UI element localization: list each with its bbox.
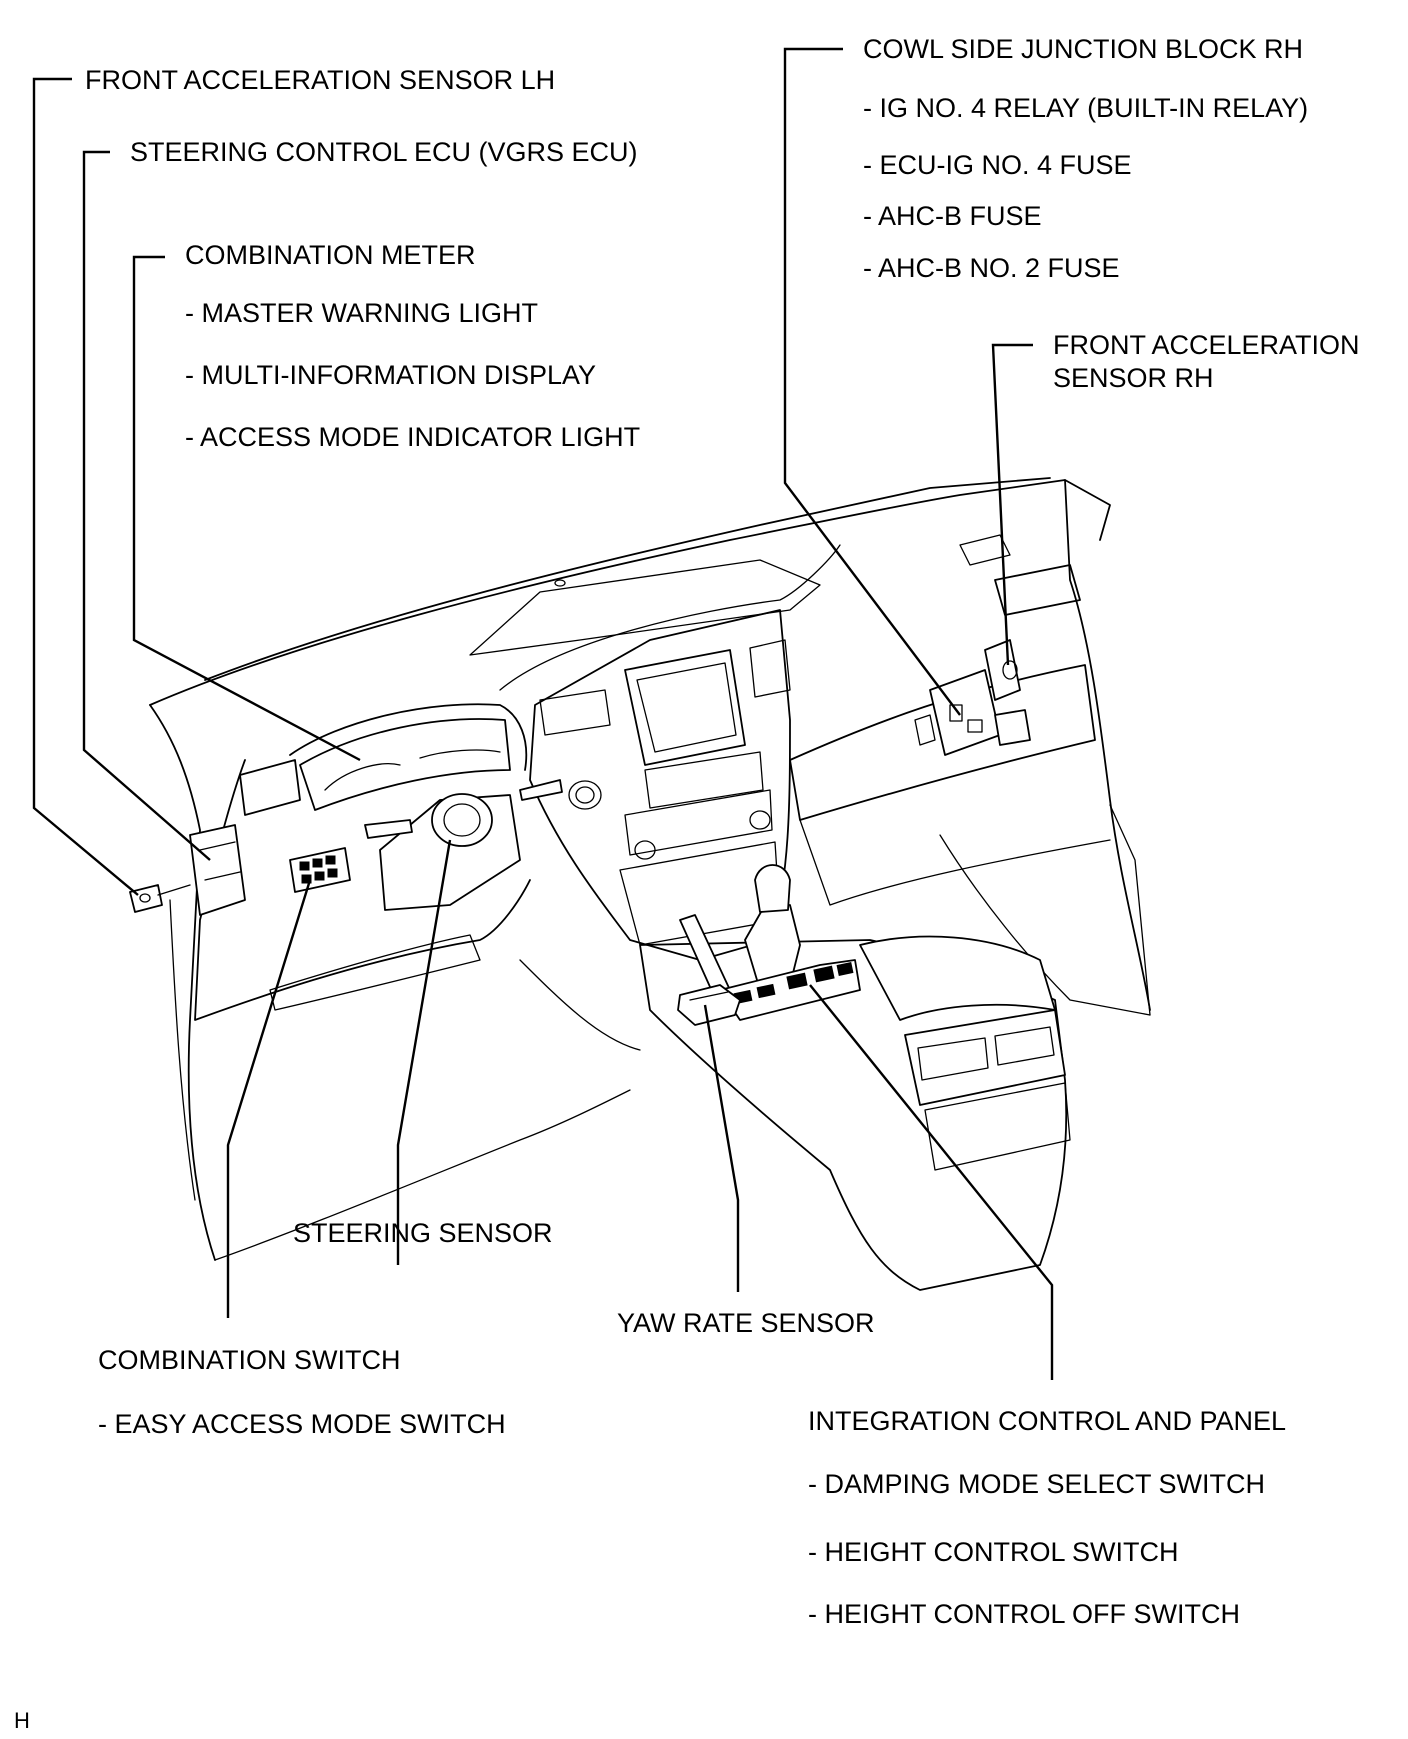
leader-steering-ecu bbox=[82, 150, 211, 861]
instrument-hood bbox=[289, 703, 528, 771]
rear-vent-left bbox=[917, 1037, 989, 1081]
wiper-stalk bbox=[519, 779, 563, 801]
label-combination-meter: COMBINATION METER bbox=[185, 240, 476, 270]
leader-steering-sensor bbox=[396, 839, 452, 1265]
callout-front-accel-lh: FRONT ACCELERATION SENSOR LH bbox=[85, 65, 555, 95]
armrest bbox=[859, 935, 1056, 1021]
turn-signal-stalk bbox=[364, 819, 413, 839]
label-front-accel-rh-line1: FRONT ACCELERATION bbox=[1053, 330, 1360, 360]
stack-knob-left bbox=[634, 840, 656, 860]
label-combination-switch: COMBINATION SWITCH bbox=[98, 1345, 400, 1375]
leader-lines bbox=[32, 47, 1054, 1380]
label-steering-sensor: STEERING SENSOR bbox=[293, 1218, 553, 1248]
center-display-bezel bbox=[624, 649, 746, 766]
meter-dial-left bbox=[324, 763, 401, 791]
label-ig-no4-relay: - IG NO. 4 RELAY (BUILT-IN RELAY) bbox=[863, 93, 1308, 123]
leader-combination-switch bbox=[226, 879, 312, 1318]
steering-ecu-detail bbox=[199, 841, 241, 881]
label-front-accel-lh: FRONT ACCELERATION SENSOR LH bbox=[85, 65, 555, 95]
dashboard-illustration bbox=[129, 477, 1151, 1291]
label-ahc-b-fuse: - AHC-B FUSE bbox=[863, 201, 1042, 231]
label-access-mode-indicator: - ACCESS MODE INDICATOR LIGHT bbox=[185, 422, 640, 452]
callout-front-accel-rh: FRONT ACCELERATION SENSOR RH bbox=[1053, 330, 1360, 393]
driver-floor bbox=[519, 959, 641, 1051]
label-integration-control: INTEGRATION CONTROL AND PANEL bbox=[808, 1406, 1286, 1436]
left-side-vent bbox=[239, 759, 301, 816]
integration-control-panel-part bbox=[719, 959, 861, 1021]
left-floor-line bbox=[214, 1089, 631, 1261]
callout-yaw-rate-sensor: YAW RATE SENSOR bbox=[617, 1308, 875, 1338]
leader-front-accel-rh bbox=[991, 343, 1033, 666]
right-a-pillar bbox=[1064, 479, 1151, 1011]
callout-combination-meter: COMBINATION METER - MASTER WARNING LIGHT… bbox=[185, 240, 640, 452]
right-door-seal bbox=[1109, 804, 1151, 1016]
dash-center-hump bbox=[499, 544, 841, 691]
hazard-knob-inner bbox=[575, 786, 595, 804]
front-accel-sensor-lh-part bbox=[129, 884, 191, 913]
label-ecu-ig-no4-fuse: - ECU-IG NO. 4 FUSE bbox=[863, 150, 1132, 180]
dashboard-top-outline bbox=[149, 479, 1111, 706]
windshield-edge bbox=[204, 477, 1051, 681]
callout-integration-control: INTEGRATION CONTROL AND PANEL - DAMPING … bbox=[808, 1406, 1286, 1629]
callout-combination-switch: COMBINATION SWITCH - EASY ACCESS MODE SW… bbox=[98, 1345, 506, 1439]
rear-console-panel bbox=[924, 1082, 1071, 1171]
center-display-screen bbox=[636, 662, 737, 753]
stack-panel-2 bbox=[624, 789, 773, 856]
yaw-rate-sensor-part bbox=[677, 984, 741, 1026]
stack-panel-1 bbox=[644, 751, 764, 809]
leader-yaw-rate-sensor bbox=[703, 1004, 740, 1292]
center-console-outline bbox=[639, 939, 1068, 1291]
label-ahc-b-no2-fuse: - AHC-B NO. 2 FUSE bbox=[863, 253, 1120, 283]
label-yaw-rate-sensor: YAW RATE SENSOR bbox=[617, 1308, 875, 1338]
label-front-accel-rh-line2: SENSOR RH bbox=[1053, 363, 1214, 393]
combination-switch-part bbox=[289, 847, 351, 893]
glovebox-outline bbox=[789, 664, 1096, 821]
label-easy-access-mode-switch: - EASY ACCESS MODE SWITCH bbox=[98, 1409, 506, 1439]
shift-knob bbox=[754, 864, 791, 913]
rear-console-vent-panel bbox=[904, 1009, 1066, 1106]
meter-dial-right bbox=[419, 749, 501, 759]
right-dash-vent bbox=[959, 534, 1011, 566]
callout-steering-ecu: STEERING CONTROL ECU (VGRS ECU) bbox=[130, 137, 638, 167]
label-height-control-switch: - HEIGHT CONTROL SWITCH bbox=[808, 1537, 1179, 1567]
label-master-warning-light: - MASTER WARNING LIGHT bbox=[185, 298, 538, 328]
steering-sensor-hub bbox=[443, 803, 481, 837]
steering-sensor-part bbox=[431, 793, 493, 847]
leader-front-accel-lh bbox=[32, 77, 139, 896]
label-damping-mode-switch: - DAMPING MODE SELECT SWITCH bbox=[808, 1469, 1265, 1499]
hazard-knob bbox=[568, 780, 602, 810]
dash-sensor-dot bbox=[554, 579, 566, 587]
combination-meter-cluster bbox=[299, 718, 511, 811]
rear-vent-right bbox=[994, 1026, 1055, 1066]
label-cowl-side-jb: COWL SIDE JUNCTION BLOCK RH bbox=[863, 34, 1303, 64]
steering-ecu-part bbox=[189, 824, 246, 916]
leader-cowl-side-jb bbox=[783, 47, 961, 716]
left-knee-panel bbox=[269, 934, 481, 1011]
passenger-floor bbox=[939, 834, 1151, 1016]
glovebox-lower bbox=[799, 819, 1111, 906]
label-steering-ecu: STEERING CONTROL ECU (VGRS ECU) bbox=[130, 137, 638, 167]
left-door-edge bbox=[149, 704, 216, 1261]
leader-combination-meter bbox=[132, 255, 361, 762]
figure-code: H bbox=[14, 1708, 30, 1733]
defroster-panel bbox=[469, 559, 821, 656]
right-stack-vent bbox=[749, 639, 791, 698]
callout-steering-sensor: STEERING SENSOR bbox=[293, 1218, 553, 1248]
leader-integration-control bbox=[809, 984, 1054, 1380]
front-accel-sensor-rh-part bbox=[984, 639, 1031, 746]
left-stack-vent bbox=[539, 689, 611, 736]
label-multi-info-display: - MULTI-INFORMATION DISPLAY bbox=[185, 360, 596, 390]
label-height-control-off-switch: - HEIGHT CONTROL OFF SWITCH bbox=[808, 1599, 1240, 1629]
stack-knob-right bbox=[749, 810, 771, 830]
callout-cowl-side-jb: COWL SIDE JUNCTION BLOCK RH - IG NO. 4 R… bbox=[863, 34, 1308, 283]
left-side-trim bbox=[169, 899, 196, 1201]
right-side-vent bbox=[994, 564, 1081, 616]
